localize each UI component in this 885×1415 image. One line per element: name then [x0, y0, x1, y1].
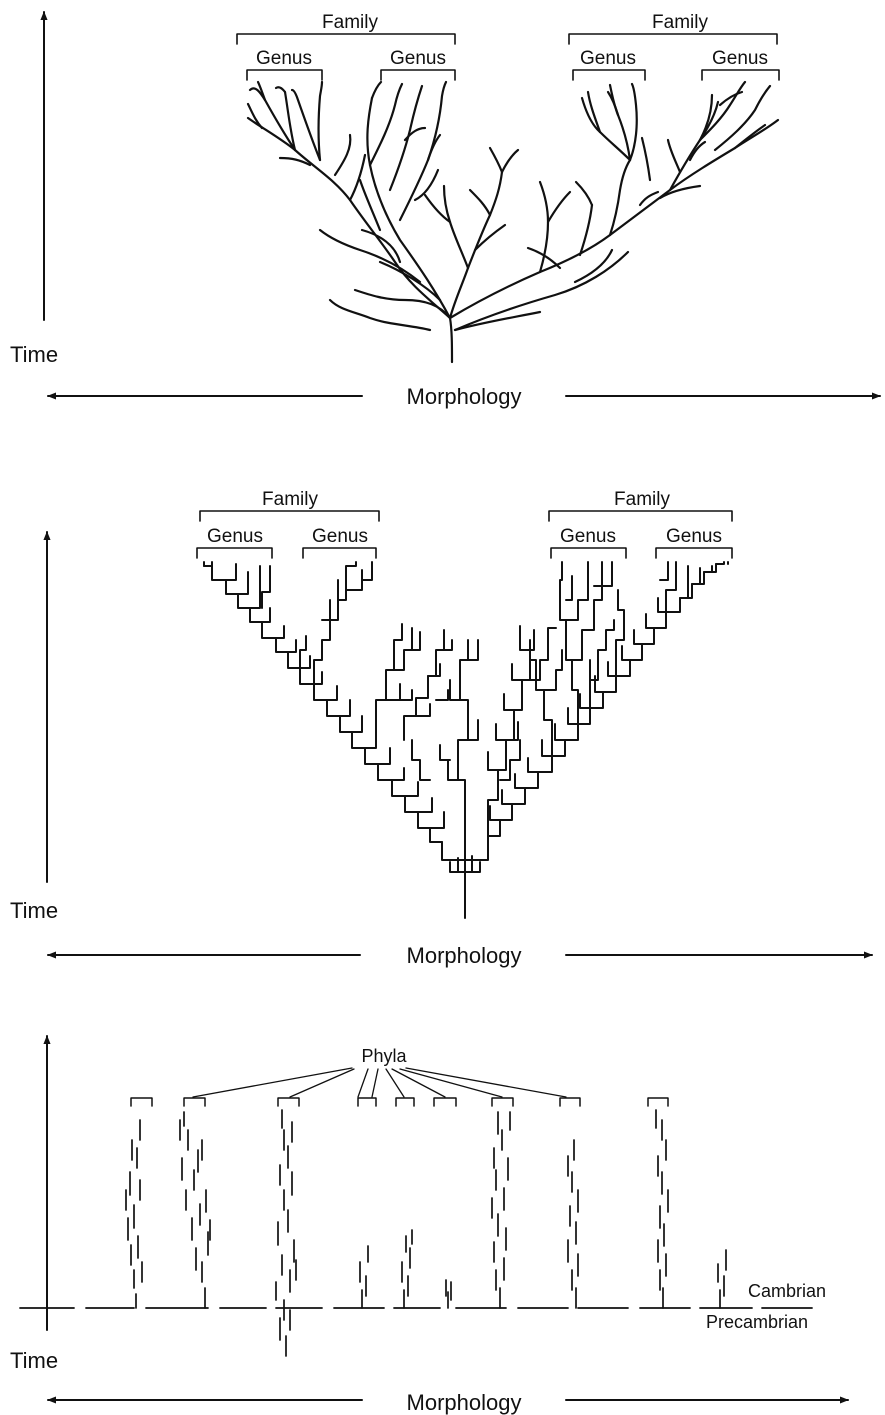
genus-label: Genus: [256, 48, 312, 69]
taxon-brackets: Family Genus Genus Family Genus Genus: [197, 489, 732, 558]
family-bracket: [237, 34, 455, 44]
phylogenetic-tree-organic: [248, 82, 778, 362]
morphology-axis-label: Morphology: [407, 1390, 522, 1415]
taxon-brackets: Family Genus Genus Family Genus Genus: [237, 12, 779, 80]
family-label: Family: [614, 489, 670, 510]
genus-bracket: [656, 548, 732, 558]
family-label: Family: [652, 12, 708, 33]
family-bracket: [200, 511, 379, 521]
precambrian-label: Precambrian: [706, 1312, 808, 1332]
genus-bracket: [702, 70, 779, 80]
genus-label: Genus: [580, 48, 636, 69]
phyla-leader-lines: [193, 1068, 566, 1097]
time-axis-label: Time: [10, 898, 58, 923]
genus-bracket: [551, 548, 626, 558]
phyla-label: Phyla: [361, 1046, 407, 1066]
family-label: Family: [262, 489, 318, 510]
cambrian-label: Cambrian: [748, 1281, 826, 1301]
panel-phyla: Time Morphology Phyla Cambrian Precambri…: [10, 1036, 848, 1415]
panel-cladistic-tree: Time Morphology Family Genus Genus Famil…: [10, 489, 872, 968]
family-label: Family: [322, 12, 378, 33]
morphology-axis-label: Morphology: [407, 384, 522, 409]
genus-label: Genus: [712, 48, 768, 69]
genus-bracket: [381, 70, 455, 80]
genus-bracket: [573, 70, 645, 80]
genus-bracket: [303, 548, 376, 558]
panel-organic-tree: Time Morphology Family Genus Genus Famil…: [10, 12, 880, 409]
genus-label: Genus: [560, 526, 616, 547]
genus-label: Genus: [390, 48, 446, 69]
family-bracket: [549, 511, 732, 521]
genus-bracket: [247, 70, 322, 80]
genus-bracket: [197, 548, 272, 558]
time-axis-label: Time: [10, 1348, 58, 1373]
phylum-lineages: [126, 1110, 726, 1356]
genus-label: Genus: [207, 526, 263, 547]
phylogenetic-tree-cladistic: [204, 562, 728, 918]
phyla-brackets: [131, 1098, 668, 1106]
genus-label: Genus: [666, 526, 722, 547]
family-bracket: [569, 34, 777, 44]
genus-label: Genus: [312, 526, 368, 547]
morphology-axis-label: Morphology: [407, 943, 522, 968]
time-axis-label: Time: [10, 342, 58, 367]
